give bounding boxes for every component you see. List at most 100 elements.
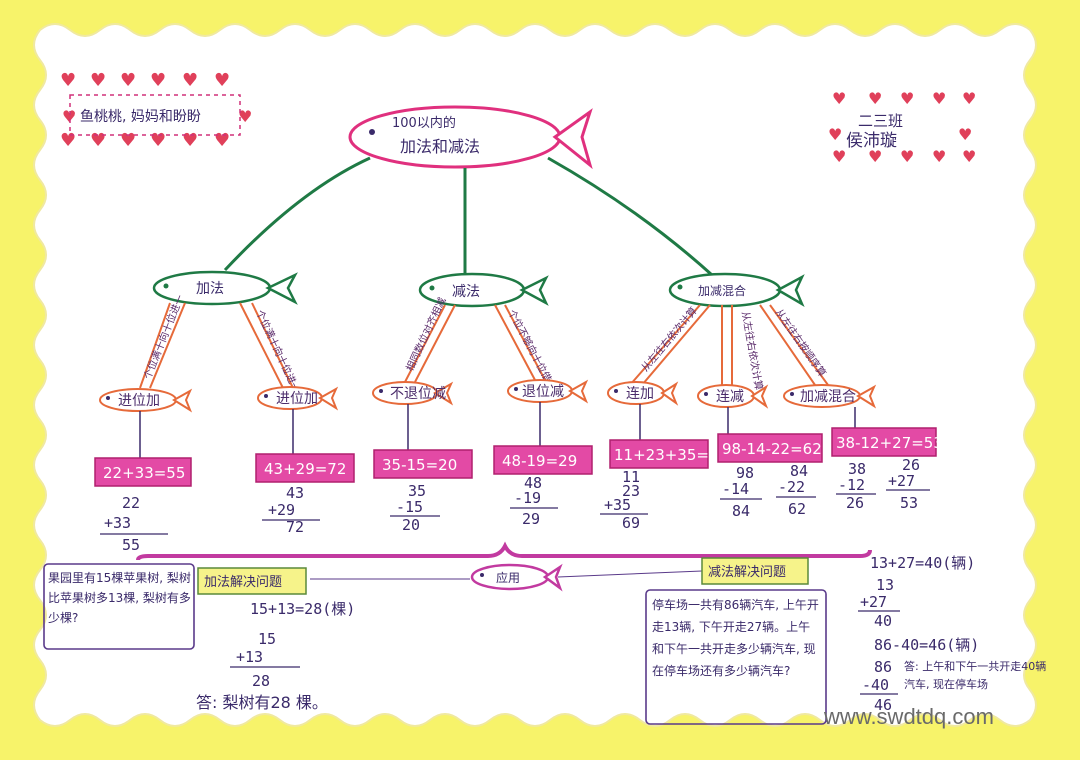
calc-6-d: 84 xyxy=(790,462,808,480)
add-calc-a: 15 xyxy=(258,630,276,648)
author-name: 侯沛璇 xyxy=(846,131,897,151)
calc-1-b: +33 xyxy=(104,514,131,532)
calc-5-d: 69 xyxy=(622,514,640,532)
svg-text:♥: ♥ xyxy=(214,130,230,151)
sub-eq2: 86-40=46(辆) xyxy=(874,636,979,654)
calc-4-b: -19 xyxy=(514,489,541,507)
sub-fish-1: 进位加 xyxy=(99,388,193,413)
calc-5-b: 23 xyxy=(622,482,640,500)
sub-connectors xyxy=(139,302,829,389)
calc-6-f: 62 xyxy=(788,500,806,518)
svg-text:♥: ♥ xyxy=(182,70,198,91)
branch-fish-addition: 加法 xyxy=(152,270,298,306)
main-connectors xyxy=(223,156,714,277)
equation-5: 11+23+35=69 xyxy=(614,446,728,464)
equation-7: 38-12+27=53 xyxy=(836,434,943,452)
sub-fish-4: 退位减 xyxy=(507,379,589,404)
svg-text:♥: ♥ xyxy=(150,130,166,151)
svg-text:♥: ♥ xyxy=(868,147,882,166)
calc-6-b: -14 xyxy=(722,480,749,498)
svg-text:♥: ♥ xyxy=(182,130,198,151)
equation-3: 35-15=20 xyxy=(382,456,457,474)
svg-text:♥: ♥ xyxy=(90,70,106,91)
equation-6: 98-14-22=62 xyxy=(722,440,822,458)
branch-label-addition: 加法 xyxy=(196,281,224,297)
application-bracket xyxy=(136,541,872,561)
calc-2-b: +29 xyxy=(268,501,295,519)
fish-eye-icon xyxy=(369,129,375,135)
branch-fish-mixed: 加减混合 xyxy=(668,272,805,308)
branch-label-mixed: 加减混合 xyxy=(698,283,746,298)
sub-eq1: 13+27=40(辆) xyxy=(870,554,975,572)
equation-box-1: 22+33=55 xyxy=(94,457,192,487)
sub-solution: 13+27=40(辆) 13 +27 40 86-40=46(辆) 86 -40… xyxy=(858,554,979,714)
calc-1-c: 55 xyxy=(122,536,140,554)
sub-fish-6: 连减 xyxy=(697,384,769,409)
add-calc-b: +13 xyxy=(236,648,263,666)
calc-1-a: 22 xyxy=(122,494,140,512)
calc-6-c: 84 xyxy=(732,502,750,520)
sub-answer: 答: 上午和下午一共开走40辆汽车, 现在停车场 xyxy=(904,660,1047,691)
svg-text:♥: ♥ xyxy=(60,130,76,151)
class-label: 二三班 xyxy=(858,112,903,130)
svg-text:♥: ♥ xyxy=(958,125,972,144)
calc-3-c: 20 xyxy=(402,516,420,534)
svg-text:♥: ♥ xyxy=(932,147,946,166)
calc-7: 38 -12 26 26 +27 53 xyxy=(836,456,930,512)
equation-box-3: 35-15=20 xyxy=(373,449,473,479)
add-equation: 15+13=28(棵) xyxy=(250,600,355,618)
calc-7-f: 53 xyxy=(900,494,918,512)
svg-text:♥: ♥ xyxy=(238,107,252,126)
equation-2: 43+29=72 xyxy=(264,460,346,478)
sub-calc2-a: 86 xyxy=(874,658,892,676)
calc-7-b: -12 xyxy=(838,476,865,494)
main-title-line1: 100以内的 xyxy=(392,115,456,131)
sub-label-3: 不退位减 xyxy=(390,386,446,402)
calc-6: 98 -14 84 84 -22 62 xyxy=(720,462,816,520)
calc-6-a: 98 xyxy=(736,464,754,482)
sub-label-1: 进位加 xyxy=(118,393,160,409)
add-answer: 答: 梨树有28 棵。 xyxy=(196,693,328,712)
svg-text:♥: ♥ xyxy=(150,70,166,91)
calc-5-a: 11 xyxy=(622,468,640,486)
header-left-text: 鱼桃桃, 妈妈和盼盼 xyxy=(80,108,201,125)
sub-calc1-b: +27 xyxy=(860,593,887,611)
svg-text:♥: ♥ xyxy=(832,147,846,166)
calc-3-b: -15 xyxy=(396,498,423,516)
calc-3-a: 35 xyxy=(408,482,426,500)
sub-title: 减法解决问题 xyxy=(708,565,786,580)
sub-fish-2: 进位加 xyxy=(257,386,339,411)
header-right: ♥♥♥♥♥ ♥♥ ♥♥♥♥♥ 二三班 侯沛璇 xyxy=(828,89,976,166)
svg-text:♥: ♥ xyxy=(962,147,976,166)
equation-box-7: 38-12+27=53 xyxy=(831,427,943,457)
calc-2: 43 +29 72 xyxy=(262,484,320,536)
paper-background xyxy=(33,23,1037,727)
application-label: 应用 xyxy=(496,570,520,585)
calc-7-a: 38 xyxy=(848,460,866,478)
calc-1: 22 +33 55 xyxy=(100,494,168,554)
sub-fish-3: 不退位减 xyxy=(372,381,454,406)
watermark: www.swdtdq.com xyxy=(823,704,994,729)
sub-calc2-c: 46 xyxy=(874,696,892,714)
calc-4-a: 48 xyxy=(524,474,542,492)
equation-stems xyxy=(139,402,856,458)
sub-problem-box xyxy=(645,589,827,725)
calc-5-c: +35 xyxy=(604,496,631,514)
equation-box-2: 43+29=72 xyxy=(255,453,355,483)
sub-label-4: 退位减 xyxy=(522,384,564,400)
add-title: 加法解决问题 xyxy=(204,575,282,590)
calc-7-d: 26 xyxy=(902,456,920,474)
svg-text:♥: ♥ xyxy=(900,147,914,166)
main-title-line2: 加法和减法 xyxy=(400,137,480,156)
svg-text:♥: ♥ xyxy=(120,70,136,91)
branch-label-subtraction: 减法 xyxy=(452,284,480,300)
header-left: ♥♥♥♥♥♥ ♥♥♥♥♥♥ ♥♥ 鱼桃桃, 妈妈和盼盼 xyxy=(60,70,252,151)
sub-label-5: 连加 xyxy=(626,386,654,402)
calc-5: 11 23 +35 69 xyxy=(600,468,648,532)
calc-4: 48 -19 29 xyxy=(510,474,558,528)
add-calc: 15 +13 28 xyxy=(230,630,300,690)
sub-fish-7: 加减混合 xyxy=(783,384,877,409)
calc-7-e: +27 xyxy=(888,472,915,490)
sub-label-6: 连减 xyxy=(716,389,744,405)
